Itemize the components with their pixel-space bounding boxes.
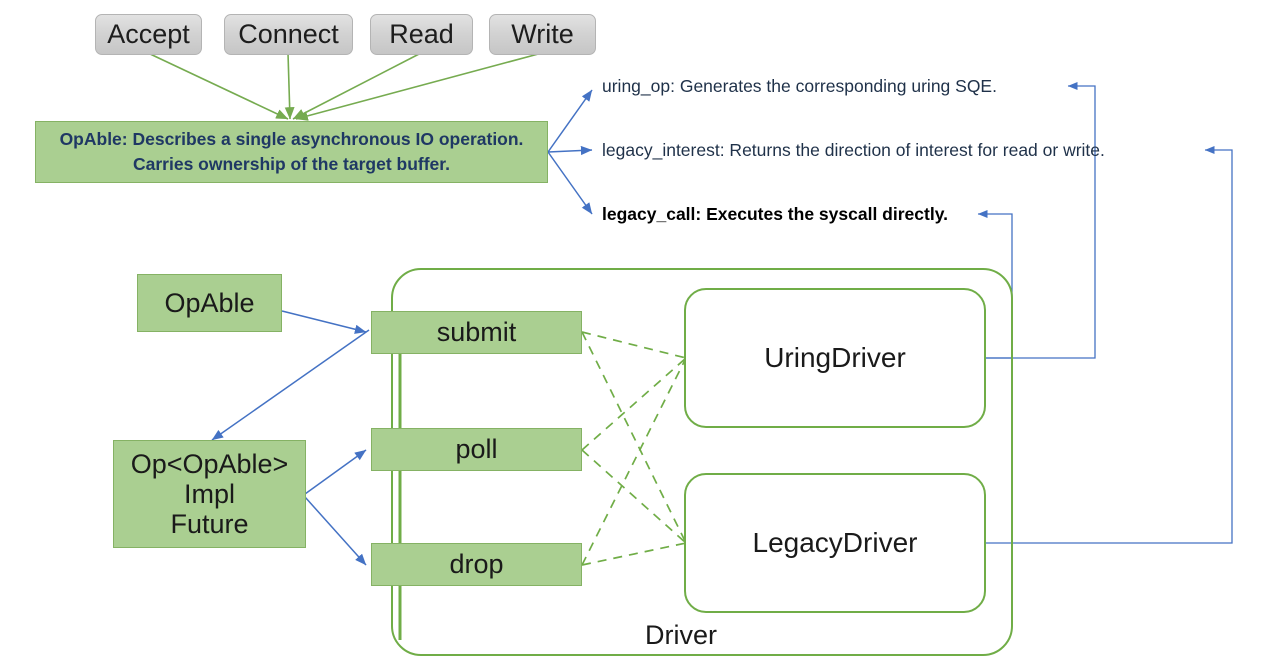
op-future-line3: Future <box>170 509 249 540</box>
opable-box[interactable]: OpAble <box>137 274 282 332</box>
opable-description-line2: Carries ownership of the target buffer. <box>133 154 450 174</box>
operation-to-opable-arrows <box>147 52 543 121</box>
opable-description-line1: OpAble: Describes a single asynchronous … <box>59 128 524 149</box>
op-future-to-drop-arrow <box>304 496 367 566</box>
operation-box-accept[interactable]: Accept <box>95 14 202 55</box>
driver-box-uring-label: UringDriver <box>764 342 906 373</box>
op-future-to-poll-arrow <box>304 449 367 495</box>
submit-to-op-future-arrow <box>211 329 370 441</box>
opable-to-trait-method-arrows <box>547 89 593 215</box>
operation-box-read-label: Read <box>389 19 454 49</box>
driver-container-label: Driver <box>645 620 717 650</box>
method-box-poll[interactable]: poll <box>371 428 582 471</box>
operation-box-connect[interactable]: Connect <box>224 14 353 55</box>
driver-box-legacy-label: LegacyDriver <box>752 527 918 558</box>
trait-method-uring-op-label: uring_op: Generates the corresponding ur… <box>602 76 997 96</box>
op-future-line1: Op<OpAble> <box>130 448 289 479</box>
legacydriver-to-legacy-interest-connector <box>985 145 1233 544</box>
opable-description-box[interactable]: OpAble: Describes a single asynchronous … <box>35 121 548 183</box>
driver-box-uring[interactable]: UringDriver <box>684 288 986 428</box>
opable-box-to-submit-arrow <box>281 310 367 334</box>
operation-box-connect-label: Connect <box>238 19 339 49</box>
method-box-poll-label: poll <box>455 434 498 464</box>
operation-box-read[interactable]: Read <box>370 14 473 55</box>
operation-box-write[interactable]: Write <box>489 14 596 55</box>
method-box-drop[interactable]: drop <box>371 543 582 586</box>
method-box-drop-label: drop <box>449 549 504 579</box>
method-box-submit[interactable]: submit <box>371 311 582 354</box>
trait-method-legacy-call-label: legacy_call: Executes the syscall direct… <box>602 204 948 224</box>
operation-box-accept-label: Accept <box>107 19 190 49</box>
driver-box-legacy[interactable]: LegacyDriver <box>684 473 986 613</box>
op-future-box[interactable]: Op<OpAble> Impl Future <box>113 440 306 548</box>
method-box-submit-label: submit <box>436 317 517 347</box>
opable-box-label: OpAble <box>164 287 255 318</box>
trait-method-legacy-interest-label: legacy_interest: Returns the direction o… <box>602 140 1105 160</box>
operation-box-write-label: Write <box>511 19 574 49</box>
op-future-line2: Impl <box>183 478 235 509</box>
